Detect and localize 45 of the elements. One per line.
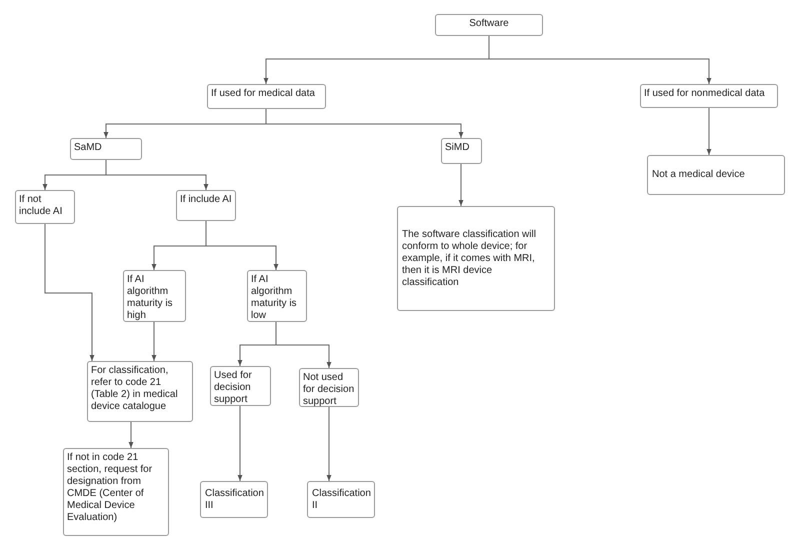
process-box (397, 206, 555, 311)
process-box (441, 138, 482, 164)
box-label: If AI algorithm maturity is high (127, 274, 174, 322)
arrow (276, 322, 332, 368)
process-box (200, 481, 268, 518)
process-box (15, 190, 75, 224)
process-box (63, 448, 169, 536)
box-label: Classification III (205, 488, 264, 512)
process-box (307, 481, 375, 518)
arrow (326, 406, 332, 482)
arrow (238, 406, 242, 482)
box-label: Not a medical device (652, 169, 745, 181)
process-box (87, 361, 193, 422)
box-label: SiMD (445, 142, 470, 154)
process-box (123, 270, 186, 322)
box-label: For classification, refer to code 21 (Table 2) in medical device catalogue (91, 365, 179, 413)
arrow (106, 160, 208, 190)
box-label: If used for nonmedical data (644, 88, 765, 100)
process-box (640, 84, 778, 108)
box-label: If not include AI (19, 194, 64, 218)
process-box (210, 366, 271, 406)
arrow (152, 322, 156, 362)
box-label: If AI algorithm maturity is low (251, 274, 298, 322)
arrow (266, 108, 464, 138)
box-label: Used for decision support (214, 370, 253, 406)
process-box (70, 138, 142, 160)
box-label: The software classification will conform to whole device; for example, if it comes with MRI, then it is MRI device classification (402, 228, 537, 288)
box-label: If used for medical data (211, 88, 315, 100)
process-box (176, 190, 236, 221)
arrow (706, 108, 712, 156)
arrow (128, 422, 134, 448)
process-box (207, 84, 326, 109)
arrow (488, 36, 712, 84)
process-box (247, 270, 307, 322)
arrow (458, 164, 464, 206)
arrow (44, 224, 94, 362)
box-label: Not used for decision support (303, 372, 355, 408)
box-label: SaMD (74, 142, 102, 154)
arrow (206, 220, 278, 270)
process-box (647, 155, 785, 195)
box-label: If not in code 21 section, request for designation from CMDE (Center of Medical Device Evaluation) (67, 452, 154, 524)
box-label: Software (469, 18, 509, 30)
box-label: Classification II (312, 488, 371, 512)
process-box (435, 14, 543, 36)
box-label: If include AI (180, 194, 232, 206)
